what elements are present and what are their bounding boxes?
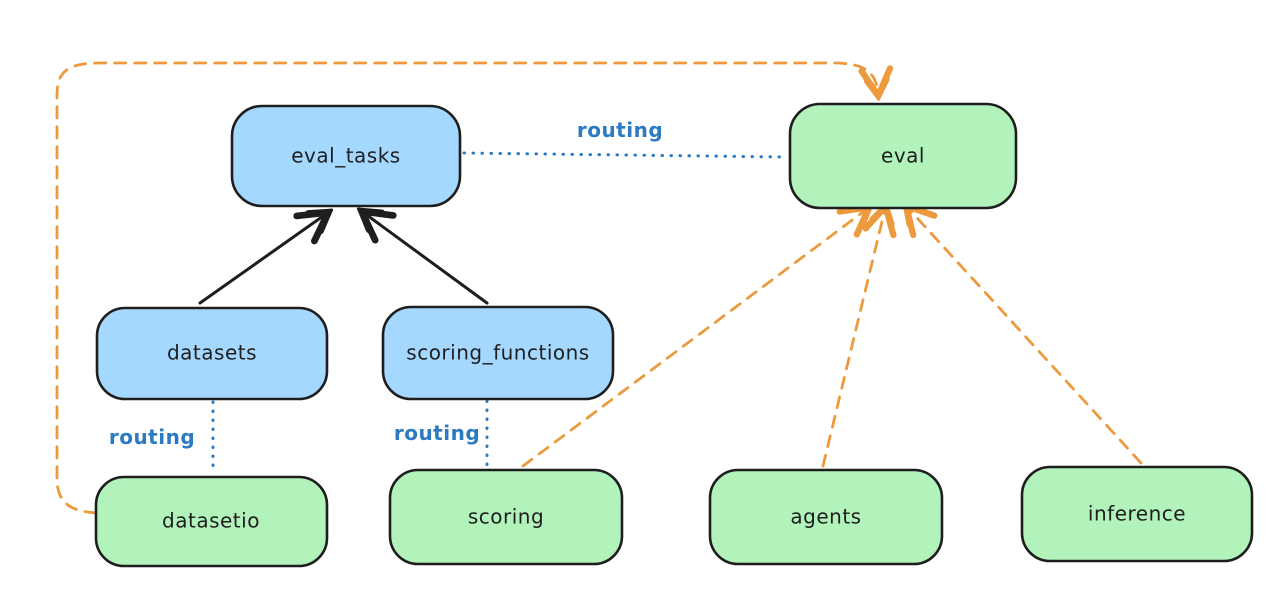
node-datasets-label: datasets bbox=[167, 341, 257, 365]
node-scoring-label: scoring bbox=[468, 505, 544, 529]
node-eval-tasks-box bbox=[230, 104, 462, 208]
node-eval-label: eval bbox=[881, 144, 925, 168]
node-datasetio-box bbox=[94, 475, 329, 568]
node-eval: eval bbox=[788, 102, 1018, 210]
node-inference-label: inference bbox=[1088, 502, 1186, 526]
node-eval-box bbox=[788, 102, 1018, 210]
edge-inference-to-eval bbox=[908, 208, 1143, 465]
edge-scoring-functions-to-eval-tasks bbox=[364, 213, 489, 305]
edge-scoring-to-eval bbox=[521, 209, 867, 468]
node-eval-tasks: eval_tasks bbox=[230, 104, 462, 208]
node-datasets: datasets bbox=[95, 306, 329, 401]
edge-datasetio-to-eval bbox=[55, 61, 878, 515]
node-scoring-functions-box bbox=[381, 305, 615, 401]
edge-datasets-to-eval-tasks bbox=[198, 214, 326, 305]
edge-label-routing-top: routing bbox=[577, 118, 663, 142]
node-agents-box bbox=[708, 468, 944, 566]
node-datasets-box bbox=[95, 306, 329, 401]
edge-eval-tasks-to-eval-routing bbox=[462, 151, 788, 159]
node-scoring: scoring bbox=[388, 468, 624, 566]
node-scoring-box bbox=[388, 468, 624, 566]
node-datasetio-label: datasetio bbox=[162, 509, 260, 533]
node-eval-tasks-label: eval_tasks bbox=[291, 144, 400, 168]
node-inference-box bbox=[1020, 465, 1254, 563]
node-scoring-functions-label: scoring_functions bbox=[406, 341, 589, 365]
node-scoring-functions: scoring_functions bbox=[381, 305, 615, 401]
node-agents: agents bbox=[708, 468, 944, 566]
node-inference: inference bbox=[1020, 465, 1254, 563]
edge-agents-to-eval bbox=[821, 209, 885, 468]
node-datasetio: datasetio bbox=[94, 475, 329, 568]
edge-label-routing-datasets: routing bbox=[109, 425, 195, 449]
node-agents-label: agents bbox=[790, 505, 861, 529]
edge-label-routing-scoring: routing bbox=[394, 421, 480, 445]
